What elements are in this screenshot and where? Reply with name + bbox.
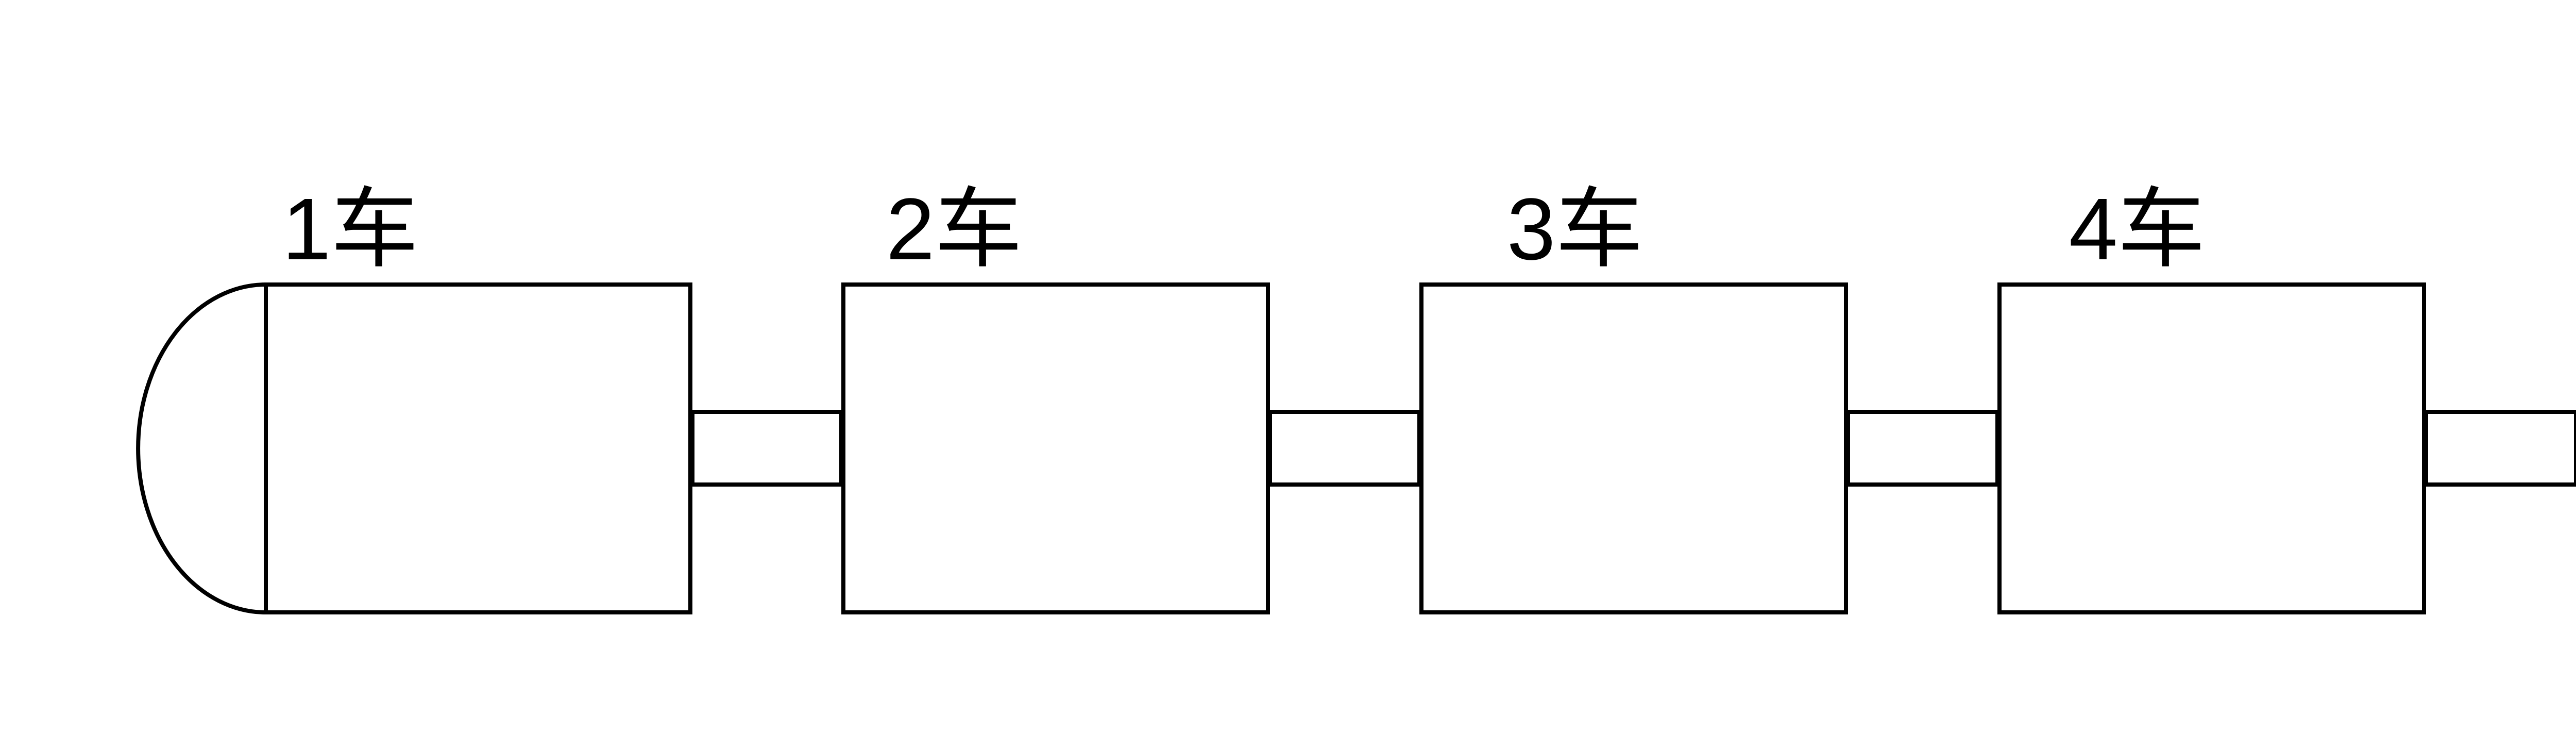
car-body-2[interactable] xyxy=(841,282,1270,614)
car-label-3: 3车 xyxy=(1507,180,1643,278)
car-label-4: 4车 xyxy=(2069,180,2206,278)
car-label-group: 1车 2车 3车 4车 5车 6车 xyxy=(282,180,2206,278)
nose-cap-group xyxy=(136,282,268,615)
front-nose-cap xyxy=(136,282,268,615)
coupler-1-2 xyxy=(690,410,843,487)
car-body-4[interactable] xyxy=(1997,282,2426,614)
coupler-4-5 xyxy=(2424,410,2576,487)
coupler-3-4 xyxy=(1846,410,1999,487)
car-label-1: 1车 xyxy=(282,180,419,278)
car-body-1[interactable] xyxy=(264,282,692,614)
coupler-2-3 xyxy=(1268,410,1421,487)
coupler-group xyxy=(690,410,2576,487)
car-label-2: 2车 xyxy=(886,180,1023,278)
car-body-group xyxy=(264,282,2426,614)
car-body-3[interactable] xyxy=(1419,282,1848,614)
